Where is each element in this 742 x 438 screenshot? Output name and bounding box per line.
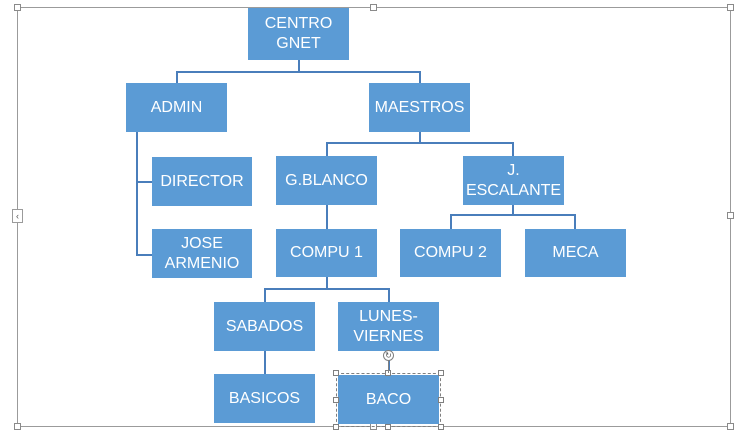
- frame-handle-bottom-left[interactable]: [14, 423, 21, 430]
- node-basicos[interactable]: BASICOS: [214, 374, 315, 423]
- connector: [326, 142, 328, 156]
- selection-handle-left[interactable]: [333, 397, 339, 403]
- frame-handle-bottom[interactable]: [370, 423, 377, 430]
- node-director[interactable]: DIRECTOR: [152, 157, 252, 206]
- connector: [326, 205, 328, 229]
- node-g-blanco[interactable]: G.BLANCO: [276, 156, 377, 205]
- connector: [136, 181, 152, 183]
- connector: [264, 288, 266, 302]
- node-meca[interactable]: MECA: [525, 229, 626, 277]
- smartart-frame[interactable]: [17, 7, 731, 427]
- frame-handle-right[interactable]: [727, 212, 734, 219]
- node-centro-gnet[interactable]: CENTRO GNET: [248, 8, 349, 60]
- connector: [264, 351, 266, 374]
- selection-handle-bottom-left[interactable]: [333, 424, 339, 430]
- connector: [176, 71, 178, 83]
- connector: [388, 288, 390, 302]
- connector: [298, 60, 300, 72]
- connector: [136, 132, 138, 256]
- connector: [450, 214, 452, 229]
- node-compu-2[interactable]: COMPU 2: [400, 229, 501, 277]
- connector: [388, 351, 390, 373]
- selection-handle-top-left[interactable]: [333, 370, 339, 376]
- selection-handle-bottom[interactable]: [385, 424, 391, 430]
- connector: [176, 71, 421, 73]
- connector: [326, 277, 328, 289]
- rotate-handle-stem: [388, 360, 389, 373]
- connector: [326, 142, 514, 144]
- node-jose-armenio[interactable]: JOSE ARMENIO: [152, 229, 252, 278]
- node-j-escalante[interactable]: J. ESCALANTE: [463, 156, 564, 205]
- node-baco[interactable]: BACO: [338, 375, 439, 424]
- connector: [450, 214, 576, 216]
- frame-handle-bottom-right[interactable]: [727, 423, 734, 430]
- frame-handle-top-left[interactable]: [14, 4, 21, 11]
- selection-handle-right[interactable]: [438, 397, 444, 403]
- node-maestros[interactable]: MAESTROS: [369, 83, 470, 132]
- node-admin[interactable]: ADMIN: [126, 83, 227, 132]
- selection-handle-bottom-right[interactable]: [438, 424, 444, 430]
- connector: [512, 205, 514, 216]
- rotate-icon[interactable]: ↻: [383, 350, 394, 361]
- connector: [512, 142, 514, 156]
- node-sabados[interactable]: SABADOS: [214, 302, 315, 351]
- node-lunes-viernes[interactable]: LUNES- VIERNES: [338, 302, 439, 351]
- connector: [264, 288, 390, 290]
- connector: [419, 71, 421, 83]
- connector: [136, 254, 152, 256]
- frame-handle-top[interactable]: [370, 4, 377, 11]
- connector: [574, 214, 576, 229]
- chevron-left-icon[interactable]: ‹: [12, 209, 23, 223]
- frame-handle-top-right[interactable]: [727, 4, 734, 11]
- connector: [419, 132, 421, 144]
- node-compu-1[interactable]: COMPU 1: [276, 229, 377, 277]
- selection-handle-top-right[interactable]: [438, 370, 444, 376]
